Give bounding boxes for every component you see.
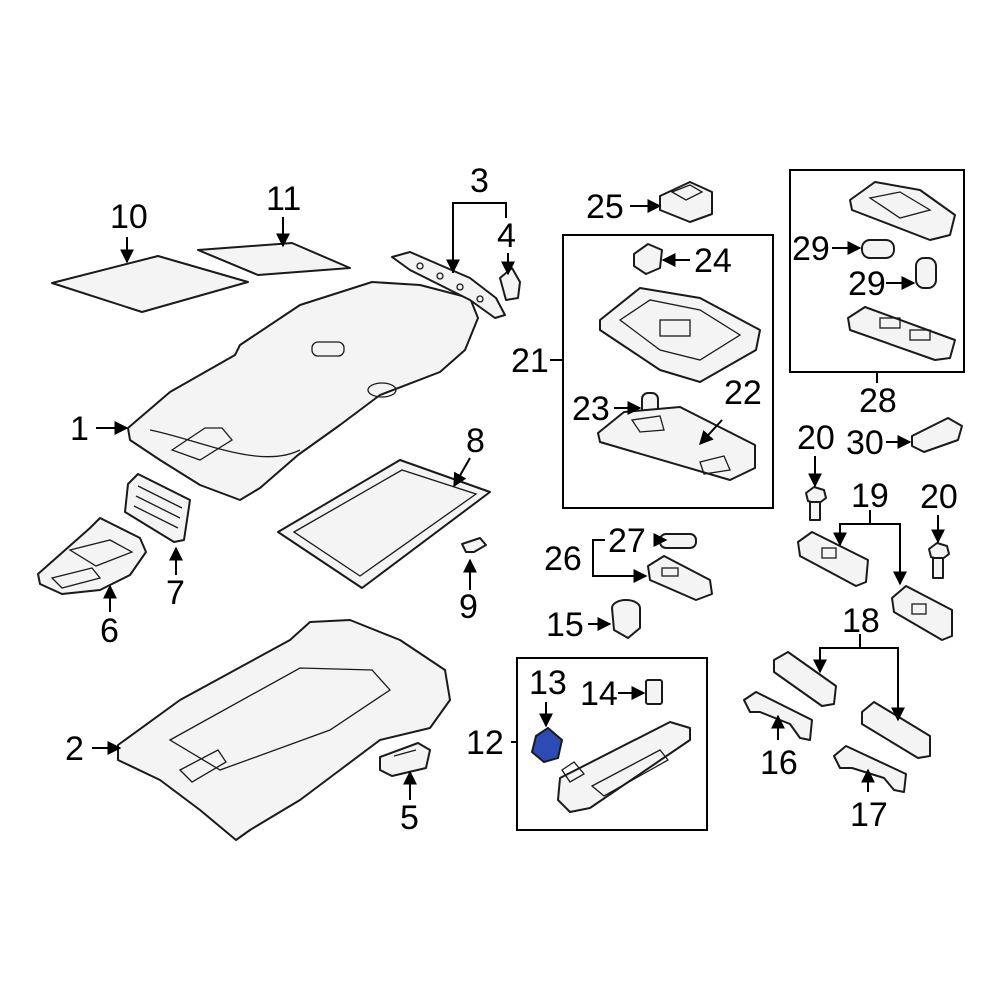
callout-13: 13 [529, 664, 567, 702]
part-3-bracket [391, 251, 506, 319]
part-21-console [599, 287, 761, 383]
part-29-bulb-b [915, 257, 937, 289]
part-15-knob [611, 599, 641, 639]
part-7-grille [124, 473, 191, 543]
part-11-panel [197, 242, 351, 276]
callout-27: 27 [608, 522, 646, 560]
part-26-light [647, 555, 713, 601]
part-8-frame [277, 459, 491, 589]
part-9-clip [461, 537, 487, 553]
part-10-panel [51, 255, 249, 313]
callout-4: 4 [497, 217, 516, 255]
part-24-holder [633, 243, 663, 275]
part-18-bracket-b [861, 701, 931, 759]
part-12-visor [557, 721, 691, 813]
part-14-clip [645, 679, 663, 705]
part-2-headliner [117, 619, 451, 841]
part-20-bolt-a [805, 486, 827, 521]
part-29-bulb-a [861, 239, 895, 259]
callout-2: 2 [65, 730, 84, 768]
part-19-bracket-b [891, 585, 953, 641]
part-4-clip [499, 267, 521, 301]
part-1-headliner [127, 281, 479, 501]
callout-20-b: 20 [920, 478, 958, 516]
callout-30: 30 [846, 424, 884, 462]
callout-18: 18 [842, 602, 880, 640]
part-28-lamp-top [849, 181, 956, 241]
callout-6: 6 [100, 612, 119, 650]
part-18-bracket-a [773, 651, 837, 707]
part-20-bolt-b [928, 542, 950, 579]
callout-14: 14 [580, 675, 618, 713]
callout-3: 3 [470, 162, 489, 200]
group-box-21 [562, 234, 774, 509]
part-30-lamp [911, 417, 963, 453]
callout-29-a: 29 [792, 230, 830, 268]
callout-23: 23 [572, 390, 610, 428]
part-5-lamp [379, 742, 431, 777]
callout-15: 15 [546, 606, 584, 644]
callout-16: 16 [760, 744, 798, 782]
callout-26: 26 [544, 540, 582, 578]
callout-1: 1 [70, 410, 89, 448]
part-13-clip-highlighted [530, 726, 564, 764]
callout-25: 25 [586, 188, 624, 226]
callout-22: 22 [724, 374, 762, 412]
callout-7: 7 [166, 574, 185, 612]
callout-21: 21 [511, 342, 549, 380]
callout-11: 11 [266, 180, 301, 218]
callout-10: 10 [110, 198, 148, 236]
callout-20-a: 20 [797, 419, 835, 457]
group-box-12 [516, 657, 708, 831]
leader-lines [92, 199, 945, 800]
callout-17: 17 [850, 796, 888, 834]
part-22-cover [597, 406, 756, 481]
callout-labels: 10 11 3 4 1 8 9 7 6 2 5 25 24 21 23 22 2… [65, 162, 958, 837]
callout-19: 19 [851, 477, 889, 515]
part-19-bracket-a [797, 531, 869, 587]
callout-29-b: 29 [848, 265, 886, 303]
part-25-sensor [659, 181, 713, 223]
callout-12: 12 [466, 724, 504, 762]
callout-9: 9 [459, 588, 478, 626]
part-6-console [37, 517, 147, 595]
callout-24: 24 [694, 242, 732, 280]
callout-5: 5 [400, 799, 419, 837]
callout-8: 8 [466, 422, 485, 460]
callout-28: 28 [859, 382, 897, 420]
part-28-lamp-lens [847, 306, 956, 361]
part-17-handle [833, 745, 907, 793]
